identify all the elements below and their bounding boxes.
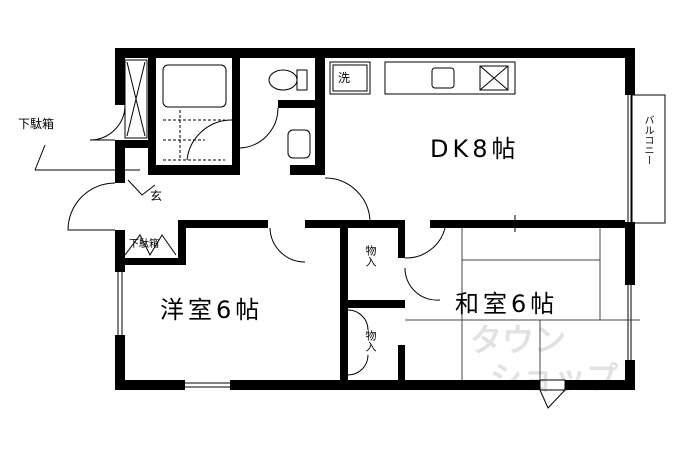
room-label-western: 洋室6帖	[160, 296, 264, 324]
shoe-box-label: 下駄箱	[129, 239, 159, 250]
kitchen-counter	[384, 61, 516, 95]
balcony-label: バルコニー	[642, 115, 653, 165]
toilet	[268, 69, 298, 91]
closet-label: 物入	[364, 245, 377, 267]
entrance-label: 玄	[150, 189, 163, 203]
walls	[115, 48, 635, 390]
closet-label: 物入	[364, 330, 377, 352]
room-label-dk: DK8帖	[430, 135, 520, 163]
bathtub	[162, 64, 227, 108]
room-label-japanese: 和室6帖	[455, 290, 559, 318]
washer-label: 洗	[338, 71, 351, 85]
watermark: タウン	[470, 321, 567, 359]
wash-basin	[287, 129, 311, 159]
shoe-box-label: 下駄箱	[18, 117, 55, 131]
balcony	[631, 94, 666, 224]
